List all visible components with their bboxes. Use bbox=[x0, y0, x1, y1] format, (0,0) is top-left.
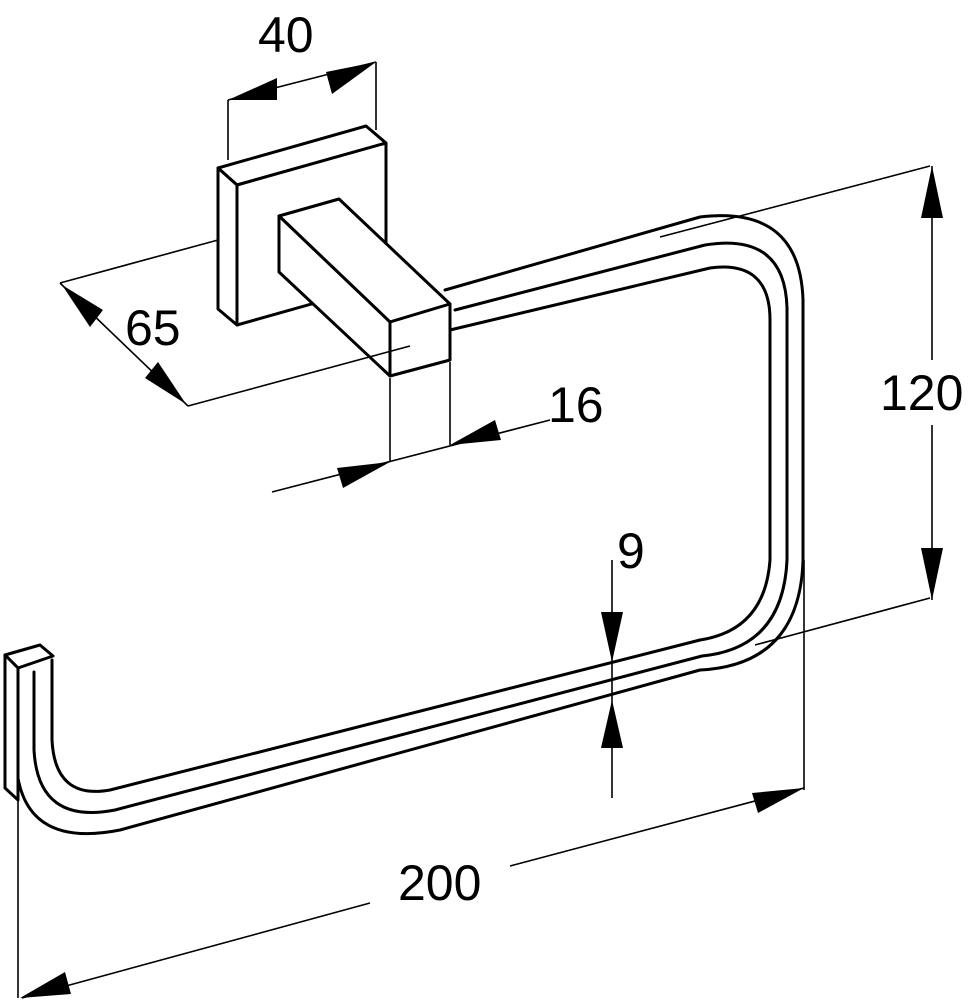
dimension-plate-width: 40 bbox=[227, 7, 377, 160]
dimension-length: 200 bbox=[17, 560, 805, 999]
dimension-label-120: 120 bbox=[880, 365, 963, 421]
dimension-label-200: 200 bbox=[398, 855, 481, 911]
dimension-arm-width: 16 bbox=[271, 362, 604, 493]
bar-front-edge bbox=[32, 241, 789, 814]
dimension-label-16: 16 bbox=[548, 377, 604, 433]
bar-inner-edge bbox=[50, 265, 772, 793]
dimension-depth: 65 bbox=[59, 239, 411, 407]
dimension-bar-thickness: 9 bbox=[601, 523, 645, 798]
dimension-height: 120 bbox=[659, 165, 963, 646]
wall-plate-side bbox=[216, 166, 239, 327]
towel-holder bbox=[3, 124, 805, 836]
dimension-label-40: 40 bbox=[258, 7, 314, 63]
bar-end-side bbox=[3, 653, 20, 802]
arm-end bbox=[388, 302, 452, 378]
dimension-label-65: 65 bbox=[125, 300, 181, 356]
dimension-label-9: 9 bbox=[617, 523, 645, 579]
